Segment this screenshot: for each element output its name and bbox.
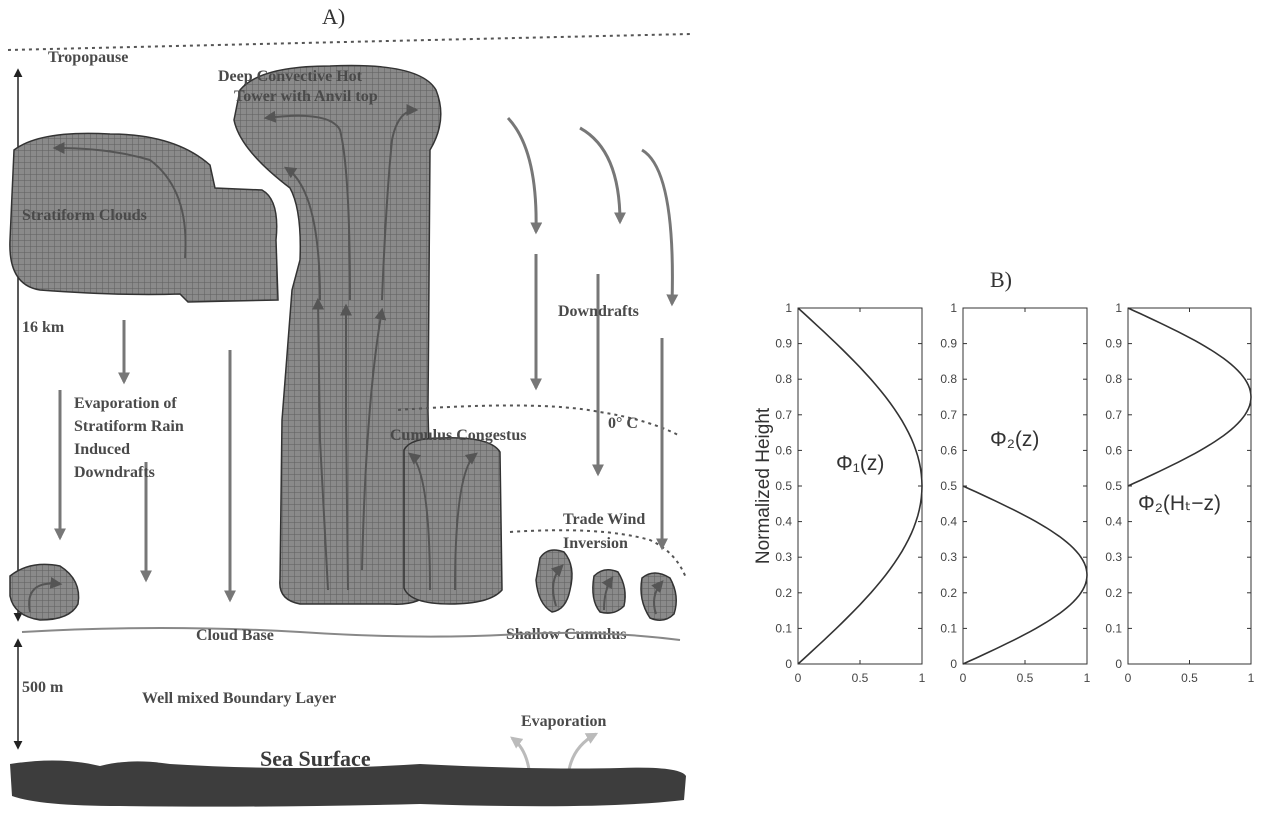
y-tick-label: 0.2 [940, 586, 957, 600]
sea-surface-label: Sea Surface [260, 746, 371, 771]
y-tick-label: 0.4 [940, 515, 957, 529]
y-tick-label: 0.3 [940, 550, 957, 564]
y-tick-label: 0.5 [775, 479, 792, 493]
y-tick-label: 0.4 [1105, 515, 1122, 529]
boundary-layer-label: Well mixed Boundary Layer [142, 690, 336, 707]
x-tick-label: 0.5 [852, 671, 869, 685]
y-tick-label: 0.2 [1105, 586, 1122, 600]
trade-wind-label-line1: Trade Wind [563, 511, 645, 528]
stratiform-label: Stratiform Clouds [22, 207, 147, 224]
x-tick-label: 0.5 [1181, 671, 1198, 685]
y-tick-label: 0.2 [775, 586, 792, 600]
y-tick-label: 0.9 [1105, 337, 1122, 351]
y-tick-label: 0.3 [1105, 550, 1122, 564]
y-tick-label: 0.6 [775, 443, 792, 457]
evaporation-label-line1: Evaporation of [74, 395, 177, 412]
freezing-level-label: 0° C [608, 415, 638, 432]
y-tick-label: 0.9 [940, 337, 957, 351]
y-tick-label: 0.5 [1105, 479, 1122, 493]
y-tick-label: 1 [1115, 301, 1122, 315]
x-tick-label: 1 [919, 671, 926, 685]
panel-a-title: A) [322, 4, 345, 29]
y-tick-label: 0.8 [940, 372, 957, 386]
label-500m: 500 m [22, 679, 64, 696]
downdrafts-label: Downdrafts [558, 303, 639, 320]
axes-frame [1128, 308, 1251, 664]
y-tick-label: 0.1 [940, 621, 957, 635]
y-tick-label: 0.5 [940, 479, 957, 493]
deep-convective-label-line1: Deep Convective Hot [218, 68, 363, 85]
label-16km: 16 km [22, 319, 65, 336]
y-tick-label: 0.8 [775, 372, 792, 386]
profile-curve [798, 308, 922, 664]
y-tick-label: 0.1 [775, 621, 792, 635]
deep-convective-label-line2: Tower with Anvil top [234, 88, 378, 105]
y-tick-label: 0.8 [1105, 372, 1122, 386]
panel-b: B) Normalized Height 0 0.1 0.2 0.3 0.4 0.5 0.6… [753, 267, 1255, 685]
profile-curve [1128, 308, 1251, 486]
y-axis-label: Normalized Height [753, 407, 774, 564]
evaporation-label-line4: Downdrafts [74, 464, 155, 481]
shallow-cumulus-cloud [641, 573, 676, 620]
tropopause-label: Tropopause [48, 49, 128, 66]
evaporation-surface-label: Evaporation [521, 713, 606, 730]
curve-label: Φ₂(z) [990, 428, 1039, 451]
axes-frame [963, 308, 1087, 664]
y-tick-label: 1 [785, 301, 792, 315]
y-tick-label: 0.9 [775, 337, 792, 351]
y-tick-label: 0 [1115, 657, 1122, 671]
curve-label: Φ₁(z) [836, 452, 884, 475]
y-tick-label: 0.4 [775, 515, 792, 529]
y-tick-label: 1 [950, 301, 957, 315]
y-tick-label: 0.6 [1105, 443, 1122, 457]
y-tick-label: 0 [950, 657, 957, 671]
x-tick-label: 0 [795, 671, 802, 685]
x-tick-label: 0 [1125, 671, 1132, 685]
cloud-base-label: Cloud Base [196, 627, 274, 644]
x-tick-label: 1 [1248, 671, 1255, 685]
downdraft-arrow [642, 150, 672, 304]
x-tick-label: 1 [1084, 671, 1091, 685]
y-tick-label: 0.1 [1105, 621, 1122, 635]
y-tick-label: 0 [785, 657, 792, 671]
profile-curve [963, 486, 1087, 664]
tropopause-line [8, 34, 690, 50]
y-tick-label: 0.6 [940, 443, 957, 457]
y-tick-label: 0.7 [1105, 408, 1122, 422]
cumulus-congestus [404, 438, 502, 604]
downdraft-arrow [580, 128, 620, 222]
x-tick-label: 0 [960, 671, 967, 685]
shallow-cumulus-cloud [593, 570, 625, 613]
curve-label: Φ₂(Hₜ−z) [1138, 492, 1221, 515]
panel-a: A) Tropopause 16 km 500 m Stratiform Clo… [8, 4, 690, 807]
trade-wind-label-line2: Inversion [563, 535, 628, 552]
downdraft-arrow [508, 118, 536, 232]
y-tick-label: 0.7 [775, 408, 792, 422]
shallow-cumulus-cloud [10, 564, 79, 620]
x-tick-label: 0.5 [1017, 671, 1034, 685]
panel-b-title: B) [990, 267, 1012, 292]
y-tick-label: 0.3 [775, 550, 792, 564]
evaporation-label-line2: Stratiform Rain [74, 418, 184, 435]
y-tick-label: 0.7 [940, 408, 957, 422]
evaporation-label-line3: Induced [74, 441, 130, 458]
congestus-label: Cumulus Congestus [390, 427, 526, 444]
axes-frame [798, 308, 922, 664]
